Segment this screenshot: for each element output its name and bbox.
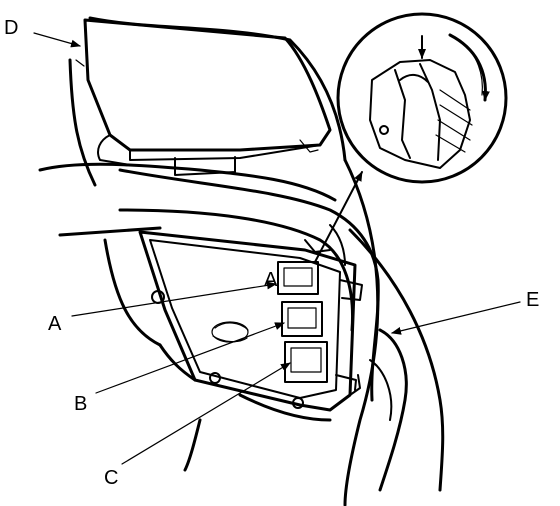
- inset-pointer-arrow: [314, 171, 363, 263]
- connector-a-marking: A: [264, 269, 278, 291]
- callout-e: E: [526, 289, 539, 311]
- connector-b: [281, 301, 323, 337]
- connector-a: [277, 261, 319, 295]
- control-module: [138, 230, 363, 412]
- callout-b: B: [74, 393, 87, 415]
- fuse-box-d: [75, 18, 332, 176]
- leader-lines: [33, 32, 521, 465]
- chassis-outline: [38, 16, 380, 506]
- connector-c: [284, 341, 328, 383]
- callout-a: A: [48, 313, 62, 335]
- inset-detail: [336, 12, 508, 184]
- callout-d: D: [4, 17, 18, 39]
- callout-c: C: [104, 467, 118, 489]
